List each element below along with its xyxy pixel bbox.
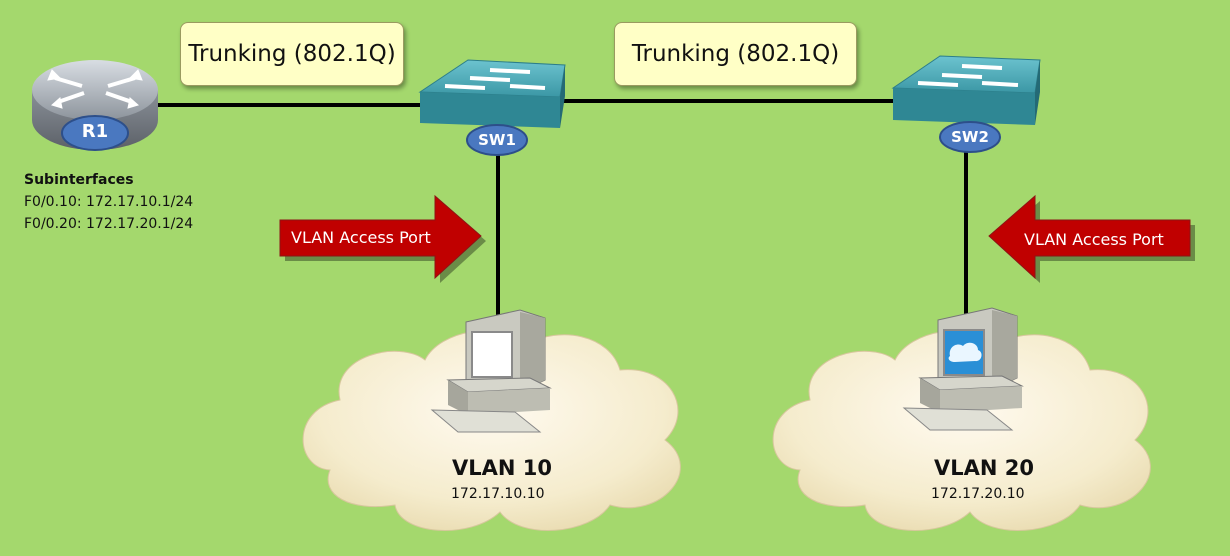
trunk-label-r1-sw1: Trunking (802.1Q) [180, 22, 404, 86]
vlan10-name: VLAN 10 [452, 456, 552, 480]
subinterface-f0-0-10: F0/0.10: 172.17.10.1/24 [24, 194, 194, 210]
pc-vlan10-icon [430, 309, 552, 433]
access-port-label-sw1: VLAN Access Port [291, 228, 431, 247]
vlan10-ip: 172.17.10.10 [451, 486, 545, 502]
switch-sw1-label: SW1 [478, 131, 516, 149]
trunk-label-sw1-sw2: Trunking (802.1Q) [614, 22, 857, 86]
router-r1-label: R1 [81, 121, 109, 142]
pc-vlan20-icon [902, 307, 1024, 431]
access-port-label-sw2: VLAN Access Port [1024, 230, 1164, 249]
subinterface-f0-0-20: F0/0.20: 172.17.20.1/24 [24, 216, 194, 232]
access-port-arrow-left [988, 194, 1195, 283]
switch-sw2-label: SW2 [951, 128, 989, 146]
vlan20-ip: 172.17.20.10 [931, 486, 1025, 502]
router-r1-icon [32, 60, 158, 151]
switch-sw1-icon [418, 59, 566, 156]
vlan20-cloud [772, 330, 1151, 531]
switch-sw2-icon [891, 55, 1041, 153]
subinterfaces-title: Subinterfaces [24, 172, 134, 188]
vlan20-name: VLAN 20 [934, 456, 1034, 480]
access-port-arrow-right [279, 194, 486, 283]
